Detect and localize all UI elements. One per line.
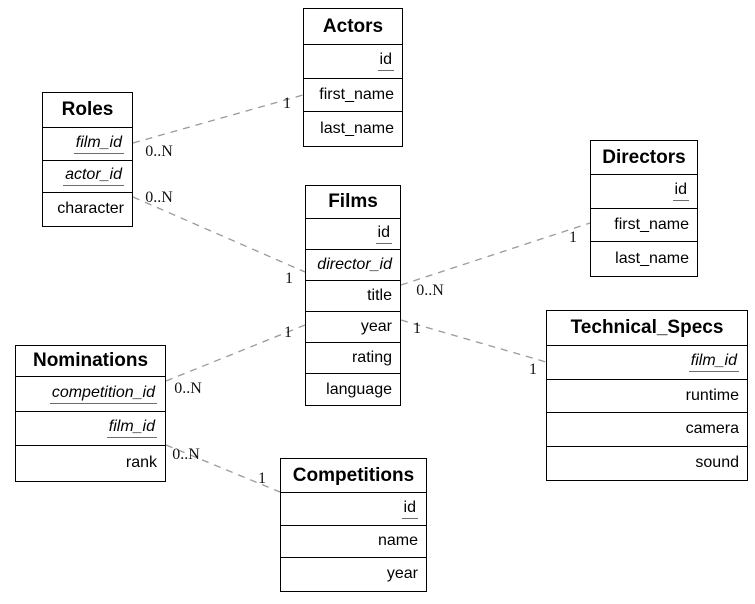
field-row: year: [281, 558, 426, 591]
cardinality-label-nominations-many: 0..N: [174, 380, 202, 397]
cardinality-label-films-one-2: 1: [284, 324, 292, 341]
field-row: title: [306, 281, 400, 312]
field-name: id: [672, 181, 689, 202]
field-name: name: [377, 532, 418, 550]
field-name: id: [401, 499, 418, 519]
field-name: id: [375, 224, 392, 244]
field-row: last_name: [304, 112, 402, 146]
field-name: director_id: [317, 256, 392, 273]
field-row: id: [306, 219, 400, 250]
table-title: Directors: [591, 141, 697, 175]
field-row: runtime: [547, 380, 747, 413]
field-name: film_id: [106, 418, 157, 439]
field-row: name: [281, 526, 426, 558]
field-name: last_name: [615, 249, 689, 267]
field-name: camera: [685, 420, 739, 438]
cardinality-label-roles-many: 0..N: [145, 143, 173, 160]
entity-table-films: Films id director_id title year rating l…: [305, 185, 401, 406]
field-name: year: [386, 565, 418, 583]
field-name: sound: [695, 454, 739, 472]
relationship-line-films-technical-specs: [400, 319, 547, 363]
entity-table-actors: Actors id first_name last_name: [303, 8, 403, 147]
relationship-line-roles-films: [132, 196, 306, 273]
field-row: year: [306, 312, 400, 343]
table-title: Films: [306, 186, 400, 219]
field-name: rank: [125, 454, 157, 472]
relationship-line-films-directors: [400, 222, 591, 286]
field-row: sound: [547, 447, 747, 481]
field-name: competition_id: [49, 384, 157, 404]
cardinality-label-directors-one: 1: [569, 229, 577, 246]
field-row: id: [591, 175, 697, 209]
field-name: year: [360, 318, 392, 335]
field-name: language: [326, 380, 392, 398]
field-name: film_id: [73, 134, 124, 154]
field-row: language: [306, 374, 400, 405]
entity-table-directors: Directors id first_name last_name: [590, 140, 698, 277]
table-title: Competitions: [281, 459, 426, 493]
field-row: competition_id: [16, 377, 165, 412]
field-name: actor_id: [63, 166, 124, 187]
field-name: rating: [351, 349, 392, 366]
field-row: first_name: [304, 79, 402, 112]
entity-table-nominations: Nominations competition_id film_id rank: [15, 345, 166, 482]
field-row: film_id: [16, 412, 165, 446]
field-row: rating: [306, 343, 400, 374]
field-row: first_name: [591, 209, 697, 242]
cardinality-label-actors-one: 1: [283, 95, 291, 112]
field-row: id: [281, 493, 426, 526]
field-name: title: [367, 287, 392, 304]
field-row: camera: [547, 413, 747, 447]
field-row: rank: [16, 446, 165, 481]
field-row: director_id: [306, 250, 400, 281]
field-name: first_name: [319, 85, 394, 103]
field-row: actor_id: [43, 161, 132, 193]
field-row: film_id: [43, 128, 132, 161]
field-row: film_id: [547, 346, 747, 380]
entity-table-competitions: Competitions id name year: [280, 458, 427, 592]
cardinality-label-films-many: 0..N: [416, 282, 444, 299]
table-title: Technical_Specs: [547, 311, 747, 346]
relationship-line-roles-actors: [132, 94, 304, 144]
cardinality-label-technical-specs-one: 1: [529, 361, 537, 378]
field-row: character: [43, 193, 132, 226]
field-name: last_name: [320, 119, 394, 137]
cardinality-label-films-one-3: 1: [413, 320, 421, 337]
field-name: runtime: [685, 386, 739, 404]
entity-table-roles: Roles film_id actor_id character: [42, 92, 133, 227]
cardinality-label-roles-many-2: 0..N: [145, 189, 173, 206]
table-title: Roles: [43, 93, 132, 128]
cardinality-label-nominations-many-2: 0..N: [172, 446, 200, 463]
field-name: first_name: [614, 215, 689, 233]
table-title: Nominations: [16, 346, 165, 377]
entity-table-technical-specs: Technical_Specs film_id runtime camera s…: [546, 310, 748, 481]
field-name: id: [377, 51, 394, 72]
field-row: last_name: [591, 242, 697, 276]
field-row: id: [304, 45, 402, 79]
cardinality-label-films-one: 1: [285, 270, 293, 287]
table-title: Actors: [304, 9, 402, 45]
field-name: character: [57, 200, 124, 218]
field-name: film_id: [688, 352, 739, 373]
cardinality-label-competitions-one: 1: [258, 470, 266, 487]
